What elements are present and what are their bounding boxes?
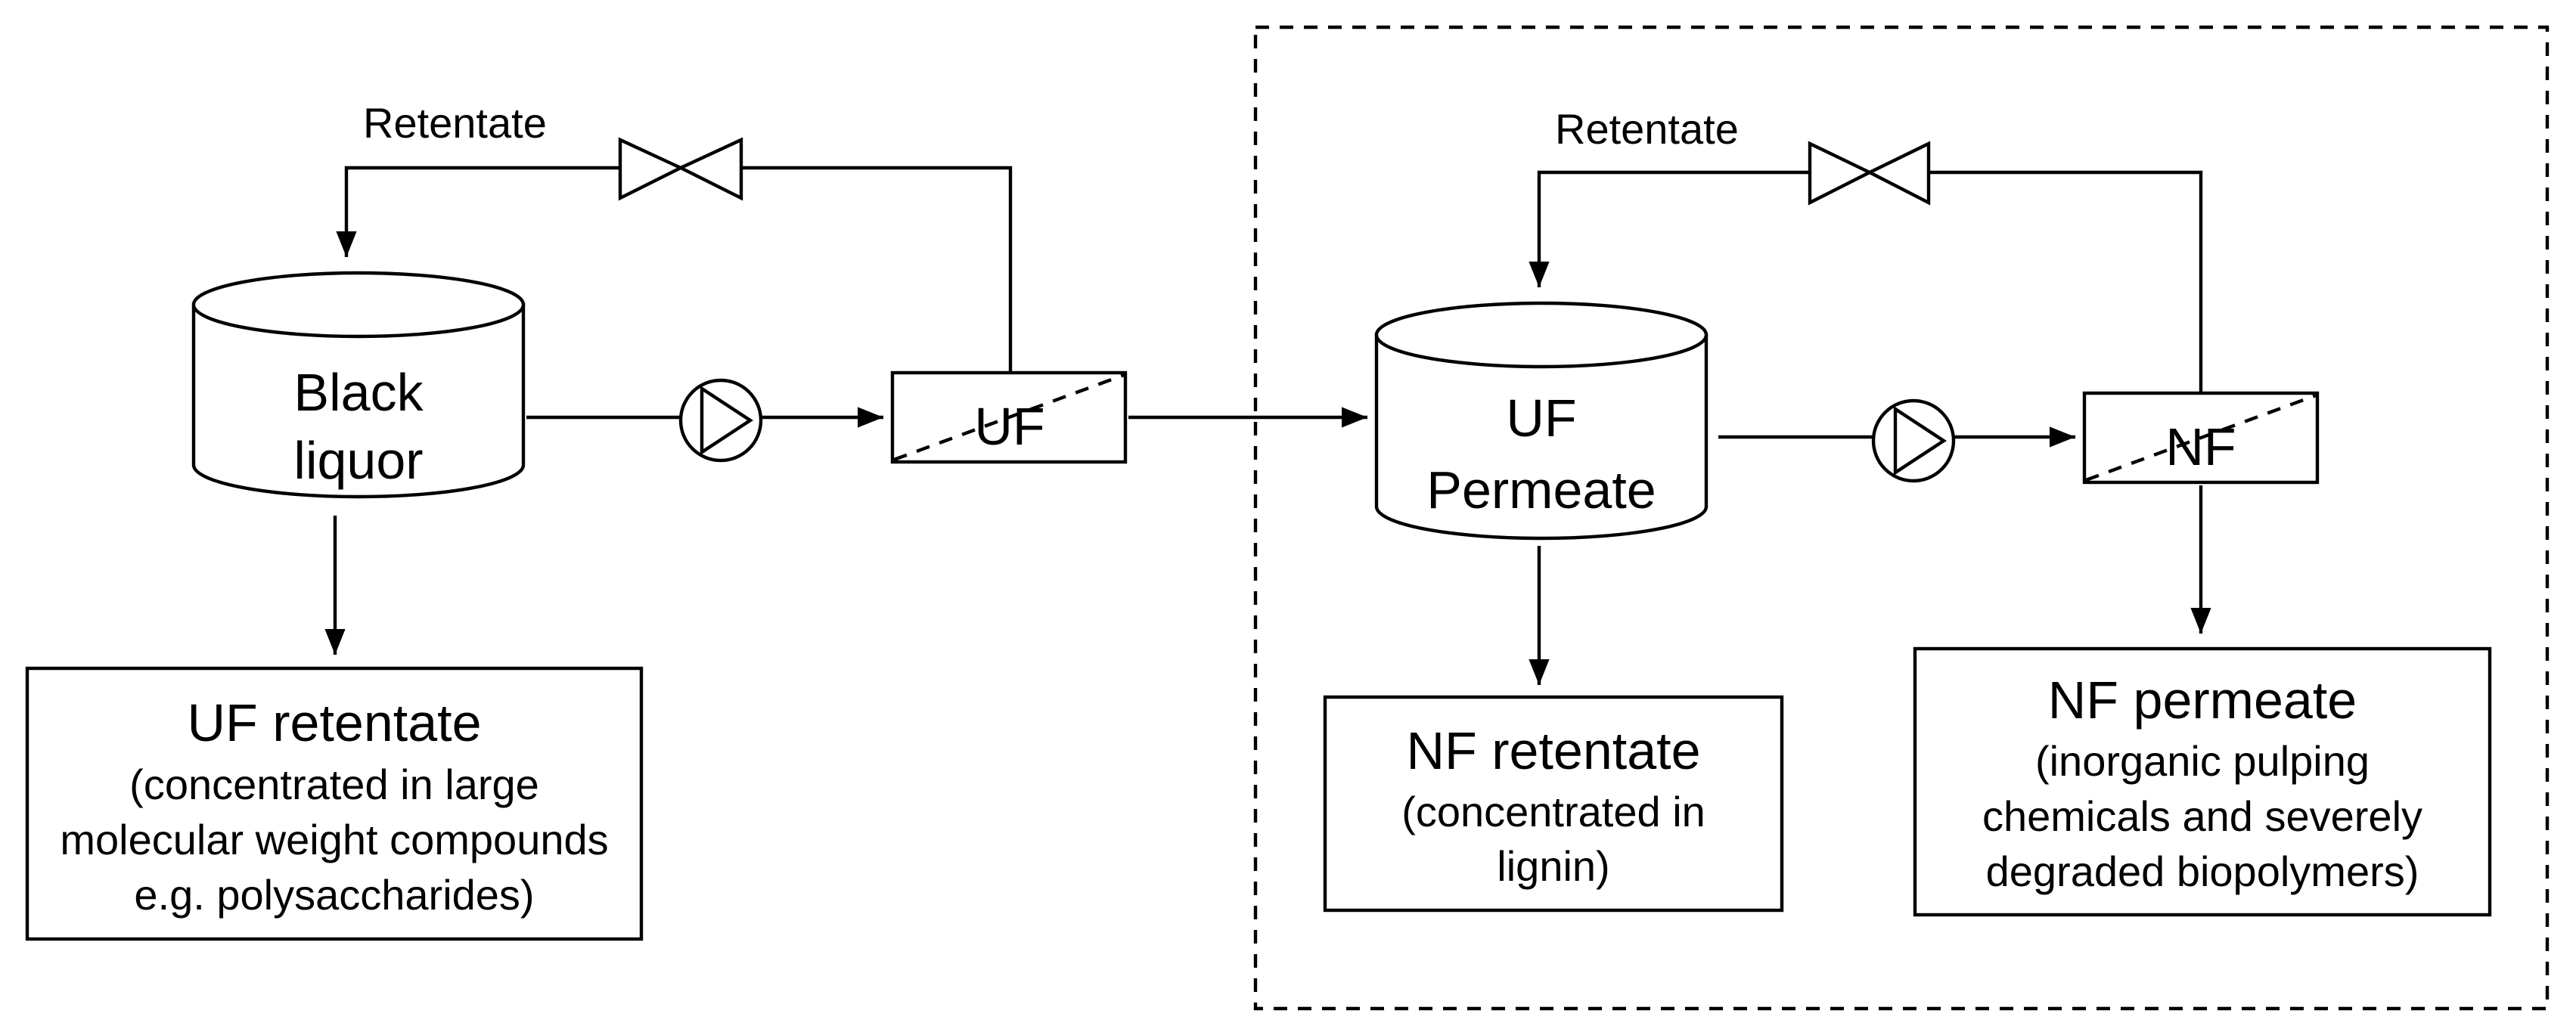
nf-permeate-box: NF permeate (inorganic pulping chemicals… xyxy=(1913,646,2492,917)
nf-permeate-line2: chemicals and severely xyxy=(1982,792,2422,840)
valve-icon xyxy=(1808,141,1931,206)
uf-retentate-title: UF retentate xyxy=(187,693,481,752)
valve-icon xyxy=(618,137,743,201)
tank2-label-line2: Permeate xyxy=(1426,460,1656,519)
uf-permeate-tank: UF Permeate xyxy=(1374,301,1709,541)
nf-permeate-line1: (inorganic pulping xyxy=(2035,737,2370,785)
nf-retentate-line2: lignin) xyxy=(1497,842,1609,890)
retentate-loop-right-return xyxy=(1529,170,1810,287)
uf-membrane-unit: UF xyxy=(890,370,1128,464)
nf-permeate-line3: degraded biopolymers) xyxy=(1986,848,2419,895)
tank1-label-line1: Black xyxy=(293,363,424,422)
retentate-loop-left-return xyxy=(336,166,620,257)
uf-unit-label: UF xyxy=(974,397,1044,456)
nf-retentate-title: NF retentate xyxy=(1406,721,1700,780)
retentate-label-left: Retentate xyxy=(363,99,547,147)
nf-retentate-line1: (concentrated in xyxy=(1401,788,1705,835)
tank1-label-line2: liquor xyxy=(293,431,423,490)
uf-retentate-line2: molecular weight compounds xyxy=(60,816,608,863)
retentate-loop-right xyxy=(1929,170,2203,392)
uf-retentate-line3: e.g. polysaccharides) xyxy=(134,871,534,919)
nf-membrane-unit: NF xyxy=(2082,391,2320,485)
nf-unit-label: NF xyxy=(2165,417,2236,476)
uf-retentate-box: UF retentate (concentrated in large mole… xyxy=(25,666,644,941)
uf-retentate-line1: (concentrated in large xyxy=(129,761,539,808)
retentate-label-right: Retentate xyxy=(1555,105,1739,153)
nf-retentate-box: NF retentate (concentrated in lignin) xyxy=(1323,695,1784,913)
pump-icon-right xyxy=(1871,398,1956,483)
tank2-label-line1: UF xyxy=(1506,389,1576,448)
pump-icon-left xyxy=(678,378,763,463)
nf-permeate-title: NF permeate xyxy=(2048,671,2357,730)
retentate-loop-left xyxy=(741,166,1013,372)
black-liquor-tank: Black liquor xyxy=(191,271,526,499)
